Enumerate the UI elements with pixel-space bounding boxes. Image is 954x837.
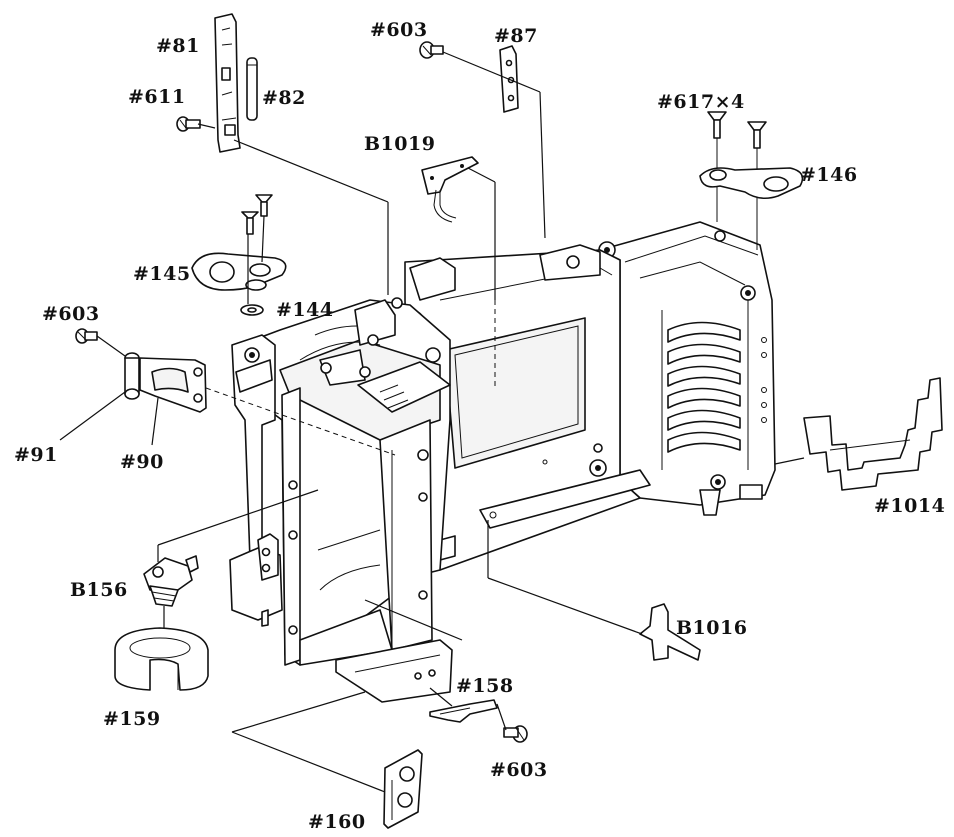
label-b1016: B1016 (676, 617, 747, 639)
part-159-ring (114, 627, 209, 691)
part-1014-flex (803, 377, 943, 491)
label-159: #159 (103, 708, 161, 730)
label-145: #145 (133, 263, 191, 285)
part-91-pin (124, 352, 140, 400)
part-146-plate (699, 167, 804, 200)
part-603-top-screw (419, 41, 444, 59)
side-holes (761, 337, 767, 423)
label-603-bottom: #603 (490, 759, 548, 781)
label-160: #160 (308, 811, 366, 833)
part-160-plate (383, 749, 423, 829)
part-90-bracket (139, 357, 207, 413)
main-body-frame (239, 221, 776, 666)
label-87: #87 (494, 25, 538, 47)
label-91: #91 (14, 444, 58, 466)
part-b156-switch (143, 555, 199, 607)
part-82-pin (246, 57, 258, 121)
label-b156: B156 (70, 579, 128, 601)
part-603-bottom-screw (503, 725, 528, 743)
label-146: #146 (800, 164, 858, 186)
label-81: #81 (156, 35, 200, 57)
label-b1019: B1019 (364, 133, 435, 155)
part-b1019-bracket (421, 156, 479, 223)
part-b1016-bracket (639, 603, 701, 661)
part-labels: #81 #82 #611 #603 #87 #617×4 #146 B1019 … (14, 19, 945, 833)
part-611-screw (176, 116, 201, 132)
label-611: #611 (128, 86, 186, 108)
label-144: #144 (276, 299, 334, 321)
label-90: #90 (120, 451, 164, 473)
label-603-top: #603 (370, 19, 428, 41)
part-145-plate (191, 194, 287, 291)
chamber-ribs (661, 300, 749, 470)
mount-column (229, 334, 283, 627)
label-1014: #1014 (874, 495, 945, 517)
bottom-plate (335, 639, 453, 703)
label-82: #82 (262, 87, 306, 109)
part-158-spring (429, 699, 498, 723)
part-144-washer (240, 304, 264, 316)
part-81-strip (214, 13, 241, 153)
label-158: #158 (456, 675, 514, 697)
part-603-left-screw (75, 328, 98, 344)
label-617: #617×4 (657, 91, 745, 113)
leader-lines (59, 51, 805, 793)
label-603-left: #603 (42, 303, 100, 325)
